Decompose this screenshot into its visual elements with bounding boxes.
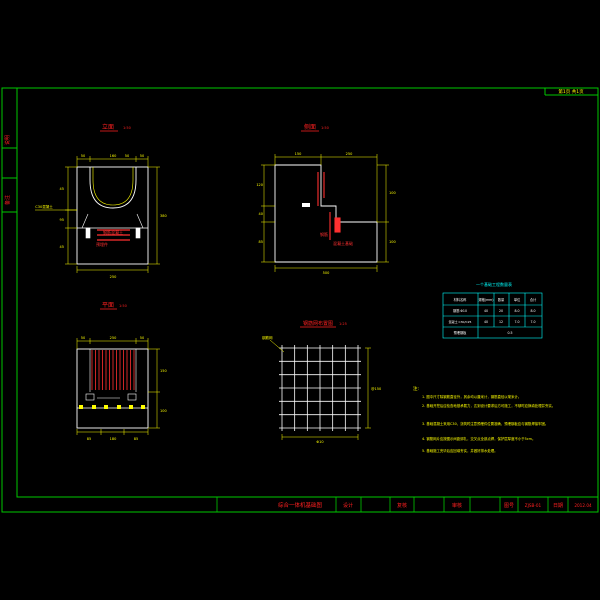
table-header-4: 单位 <box>514 297 521 302</box>
mesh-scale: 1:25 <box>339 322 347 326</box>
title-block: 综合一体机基础图 设计 复核 审核 图号 ZJSB-01 日期 2012.04 <box>17 496 598 512</box>
left-strip-label-2: 备注 <box>4 195 11 205</box>
table-cell: 钢筋 Φ10 <box>453 308 467 313</box>
drawing-no: ZJSB-01 <box>525 503 542 508</box>
table-cell: 12 <box>499 320 503 324</box>
side-inner-label-2: 混凝土基础 <box>333 240 353 246</box>
side-dim-top-2: 250 <box>346 152 353 156</box>
elevation-dim-right: 380 <box>160 214 167 218</box>
plan-dim-top-2: 250 <box>110 336 117 340</box>
notes-heading: 注: <box>413 385 419 392</box>
table-cell: 8.0 <box>530 309 535 313</box>
table-cell: 混凝土 C30/C25 <box>449 319 472 324</box>
date-value: 2012.04 <box>574 503 592 508</box>
plan-scale: 1:50 <box>119 304 127 308</box>
side-dim-top-1: 150 <box>295 152 302 156</box>
note-line-2: 2. 基础开挖后应检查地基承载力，达到设计要求后方可施工，不够时应换填处理并夯实… <box>422 403 555 408</box>
side-rebar <box>317 172 341 240</box>
elevation-title: 立面 <box>102 123 114 131</box>
review-label: 复核 <box>397 502 407 509</box>
elevation-dim-left-2: 95 <box>60 218 64 222</box>
plan-dim-right-1: 150 <box>160 369 167 373</box>
table-title: 一个基础工程数量表 <box>476 281 512 287</box>
table-cell: 40 <box>484 309 488 313</box>
elevation-rebar <box>97 229 130 241</box>
drawing-no-label: 图号 <box>504 503 514 509</box>
plan-dim-right-2: 100 <box>160 409 167 413</box>
elevation-inner-label-1: 钢筋混凝土 <box>103 229 123 235</box>
elevation-dim-bottom: 250 <box>110 275 117 279</box>
side-dim-right-2: 100 <box>389 240 396 244</box>
side-dim-left-1: 120 <box>256 183 263 187</box>
table-cell: 7.0 <box>514 320 519 324</box>
mesh-grid <box>279 345 361 431</box>
plan-outline <box>76 348 149 429</box>
plan-dim-bottom-3: 85 <box>134 437 138 441</box>
side-dim-left-3: 85 <box>259 240 263 244</box>
table-cell: 0.5 <box>507 331 512 335</box>
side-view: 侧面 1:50 150 2 <box>256 123 395 275</box>
mesh-dimensions <box>269 339 371 440</box>
elevation-scale: 1:50 <box>123 126 131 130</box>
design-label: 设计 <box>343 502 353 509</box>
date-label: 日期 <box>553 503 563 509</box>
notes: 注: 1. 图中尺寸除钢筋直径外，其余均以厘米计，钢筋直径以毫米计。 2. 基础… <box>413 385 555 453</box>
side-dim-left-2: 40 <box>259 212 263 216</box>
table-cell: 预埋钢板 <box>454 330 468 335</box>
side-dim-bottom: 500 <box>323 271 330 275</box>
side-scale: 1:50 <box>321 126 329 130</box>
elevation-dim-top-2: 160 <box>110 154 117 158</box>
note-line-3: 3. 基础混凝土采用C30，浇筑时注意预埋件位置准确，预埋钢板应与钢筋焊接牢固。 <box>422 421 548 426</box>
note-line-1: 1. 图中尺寸除钢筋直径外，其余均以厘米计，钢筋直径以毫米计。 <box>422 394 521 399</box>
mesh-view: 钢筋网布置图 1:25 Φ10 @150 钢筋网 <box>262 320 381 444</box>
plan-title: 平面 <box>102 302 114 309</box>
table-header-1: 材料名称 <box>454 297 468 302</box>
plan-anchors <box>79 405 145 409</box>
plan-view: 平面 1:50 <box>76 302 167 441</box>
quantity-table: 一个基础工程数量表 材料名称 规格(mm) 数量 单位 合计 钢筋 Φ10 40… <box>442 281 543 339</box>
plan-dim-bottom-2: 180 <box>110 437 117 441</box>
elevation-dim-top-4: 50 <box>140 154 144 158</box>
plan-dim-top-3: 50 <box>140 336 144 340</box>
elevation-dim-top-3: 50 <box>125 154 129 158</box>
table-cell: 8.0 <box>514 309 519 313</box>
plan-rebar-group <box>91 350 135 390</box>
table-cell: 7.0 <box>530 320 535 324</box>
side-dimensions <box>261 154 389 272</box>
table-header-5: 合计 <box>530 297 537 302</box>
plan-dim-top-1: 50 <box>81 336 85 340</box>
table-cell: 20 <box>499 309 503 313</box>
elevation-view: 立面 1:50 <box>35 123 167 279</box>
side-inner-label-1: 钢筋 <box>320 231 328 237</box>
drawing-name: 综合一体机基础图 <box>278 501 323 509</box>
mesh-dim-right: @150 <box>371 387 381 391</box>
elevation-inner-label-2: 预埋件 <box>96 241 108 247</box>
side-dim-right-1: 100 <box>389 191 396 195</box>
elevation-outline <box>76 166 149 265</box>
elevation-dim-top-1: 50 <box>81 154 85 158</box>
left-strip-label-1: 说明 <box>4 135 11 145</box>
approve-label: 审核 <box>452 502 462 509</box>
table-header-3: 数量 <box>498 297 505 302</box>
side-title: 侧面 <box>304 123 316 131</box>
table-cell: 40 <box>484 320 488 324</box>
mesh-title: 钢筋网布置图 <box>303 320 333 327</box>
note-line-4: 4. 钢筋网片应按图示间距绑扎，交叉点全部点焊，保护层厚度不小于5cm。 <box>422 436 535 441</box>
plan-dim-bottom-1: 85 <box>87 437 91 441</box>
note-line-5: 5. 基础施工完毕后应回填夯实，并做好排水处理。 <box>422 448 498 453</box>
mesh-callout: 钢筋网 <box>262 335 273 340</box>
table-header-2: 规格(mm) <box>478 297 493 302</box>
top-right-tag: 第1页 共1页 <box>558 88 584 95</box>
mesh-dim-bottom: Φ10 <box>316 440 323 444</box>
plan-dimensions <box>76 338 160 435</box>
elevation-dimensions <box>35 156 160 273</box>
elevation-left-label: C30混凝土 <box>35 204 53 209</box>
elevation-dim-left-1: 45 <box>60 187 64 191</box>
elevation-arch <box>89 167 137 209</box>
elevation-dim-left-3: 45 <box>60 245 64 249</box>
